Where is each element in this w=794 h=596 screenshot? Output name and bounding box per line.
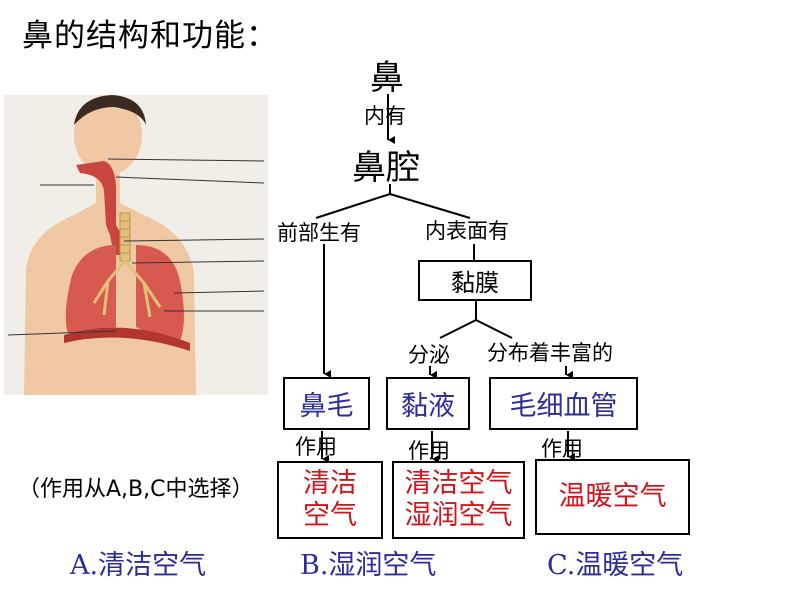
answer-box-mucus: 清洁空气 湿润空气 [392, 461, 525, 539]
front-has-label: 前部生有 [277, 221, 361, 245]
nasal-cavity-label: 鼻腔 [352, 148, 420, 188]
answer-text: 温暖空气 [558, 481, 667, 512]
nose-hair-box: 鼻毛 [283, 377, 370, 430]
mucosa-box: 黏膜 [418, 260, 532, 301]
capillaries-box: 毛细血管 [489, 377, 638, 430]
page-title: 鼻的结构和功能： [22, 18, 278, 54]
secretes-label: 分泌 [408, 343, 450, 367]
answer-text: 清洁 [303, 468, 357, 499]
distributed-label: 分布着丰富的 [487, 341, 613, 365]
answer-text: 湿润空气 [404, 500, 513, 531]
answer-box-capillaries: 温暖空气 [535, 459, 690, 535]
inner-surface-label: 内表面有 [425, 219, 509, 243]
option-c: C.温暖空气 [547, 550, 684, 581]
function-label-3: 作用 [541, 437, 583, 461]
answer-box-nose-hair: 清洁 空气 [277, 461, 383, 539]
option-a: A.清洁空气 [70, 550, 207, 581]
mucus-box: 黏液 [386, 377, 470, 430]
nose-label: 鼻 [370, 58, 404, 98]
function-label-1: 作用 [295, 435, 337, 459]
option-b: B.湿润空气 [300, 550, 437, 581]
function-label-2: 作用 [408, 439, 450, 463]
answer-text: 空气 [303, 500, 357, 531]
selection-note: （作用从A,B,C中选择） [18, 477, 254, 502]
contains-label: 内有 [364, 104, 406, 128]
answer-text: 清洁空气 [404, 468, 513, 499]
respiratory-system-illustration [4, 95, 268, 395]
